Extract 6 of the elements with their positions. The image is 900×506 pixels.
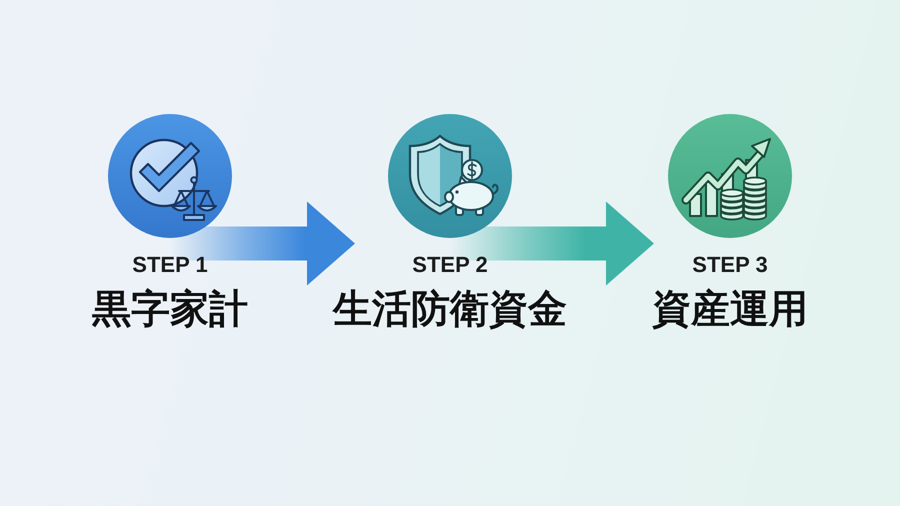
step-title: 資産運用 [652,287,808,333]
step-title: 生活防衛資金 [333,287,567,333]
step-label: STEP 2 [412,252,488,278]
step-title: 黒字家計 [92,287,248,333]
step-label: STEP 1 [132,252,208,278]
step-label: STEP 3 [692,252,768,278]
